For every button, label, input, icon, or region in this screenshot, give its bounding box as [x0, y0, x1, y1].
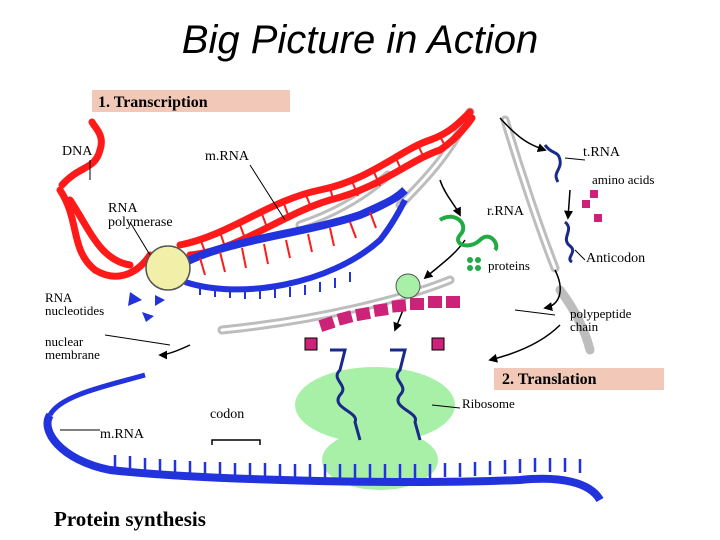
rna-nucleotides	[128, 292, 165, 322]
rrna-strand	[440, 217, 496, 250]
label-anticodon: Anticodon	[586, 251, 645, 266]
label-proteins: proteins	[488, 258, 530, 273]
label-rna-polymerase-2: polymerase	[108, 215, 173, 230]
protein-dots	[467, 257, 481, 271]
label-ribosome: Ribosome	[462, 396, 515, 411]
ribosome-subunit	[396, 274, 420, 298]
amino-acid-icons	[582, 190, 602, 222]
translation-header: 2. Translation	[502, 371, 597, 388]
trna-charged-icon	[565, 222, 573, 262]
label-trna: t.RNA	[583, 145, 621, 160]
label-nuclear-membrane-2: membrane	[45, 347, 100, 362]
label-dna: DNA	[62, 144, 93, 159]
label-rna-nucleotides-2: nucleotides	[45, 303, 104, 318]
label-codon: codon	[210, 407, 244, 422]
transcription-header: 1. Transcription	[98, 94, 208, 111]
label-rna-polymerase-1: RNA	[108, 201, 138, 216]
ribosome-amino-acids	[305, 338, 444, 350]
label-mrna-bottom: m.RNA	[100, 427, 145, 442]
footer-protein-synthesis: Protein synthesis	[54, 507, 206, 531]
codon-bracket	[212, 440, 260, 445]
transcribing-mrna	[175, 190, 405, 299]
label-mrna-top: m.RNA	[205, 149, 250, 164]
trna-icon	[545, 145, 560, 182]
label-amino-acids: amino acids	[592, 172, 654, 187]
label-polypeptide-2: chain	[570, 319, 599, 334]
label-rrna: r.RNA	[487, 204, 525, 219]
rna-polymerase	[146, 246, 190, 290]
